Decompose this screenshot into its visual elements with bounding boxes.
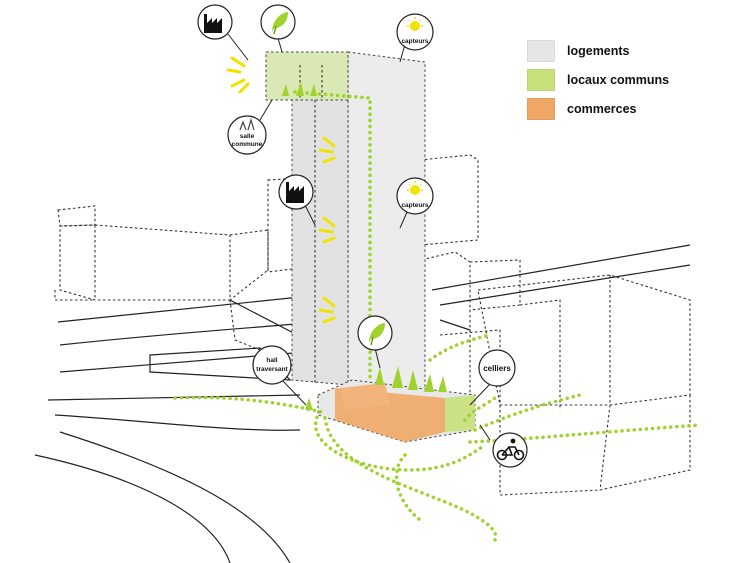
callout-leaf-top	[260, 4, 296, 53]
celliers-label: celliers	[483, 364, 511, 373]
base-commerces	[317, 379, 476, 443]
legend-item-logements: logements	[527, 38, 727, 64]
street-lines	[34, 244, 691, 563]
callout-capteurs-mid: capteurs	[396, 177, 434, 229]
capteurs-top-label: capteurs	[401, 38, 428, 45]
tower-logements	[265, 51, 426, 396]
callout-factory-mid	[278, 174, 316, 226]
plants	[282, 82, 447, 410]
callout-bicycle	[479, 424, 528, 468]
hall-label: hall	[266, 357, 277, 364]
callout-salle-commune: salle commune	[227, 99, 273, 155]
legend-swatch-commerces	[527, 98, 555, 120]
callout-celliers: celliers	[469, 349, 516, 406]
capteurs-mid-label: capteurs	[401, 202, 428, 209]
legend-label-logements: logements	[567, 44, 630, 58]
callout-capteurs-top: capteurs	[396, 13, 434, 63]
sun-rays	[226, 56, 336, 324]
traversant-label: traversant	[256, 366, 288, 373]
factory-icon	[204, 14, 222, 33]
factory-icon-2	[286, 182, 304, 203]
salle-label: salle	[240, 133, 255, 140]
legend: logements locaux communs commerces	[527, 38, 727, 125]
sun-icon-2	[410, 185, 420, 195]
legend-swatch-locaux-communs	[527, 69, 555, 91]
legend-label-commerces: commerces	[567, 102, 637, 116]
callout-hall-traversant: hall traversant	[252, 345, 307, 406]
legend-swatch-logements	[527, 40, 555, 62]
people-icon	[239, 117, 255, 131]
legend-item-locaux-communs: locaux communs	[527, 67, 727, 93]
sun-icon	[410, 21, 420, 31]
callout-leaf-bottom	[357, 315, 393, 369]
bicycle-icon	[496, 438, 525, 461]
legend-item-commerces: commerces	[527, 96, 727, 122]
green-paths	[173, 90, 702, 542]
commune-label: commune	[232, 141, 263, 148]
legend-label-locaux-communs: locaux communs	[567, 73, 670, 87]
callout-factory-top	[197, 4, 249, 61]
